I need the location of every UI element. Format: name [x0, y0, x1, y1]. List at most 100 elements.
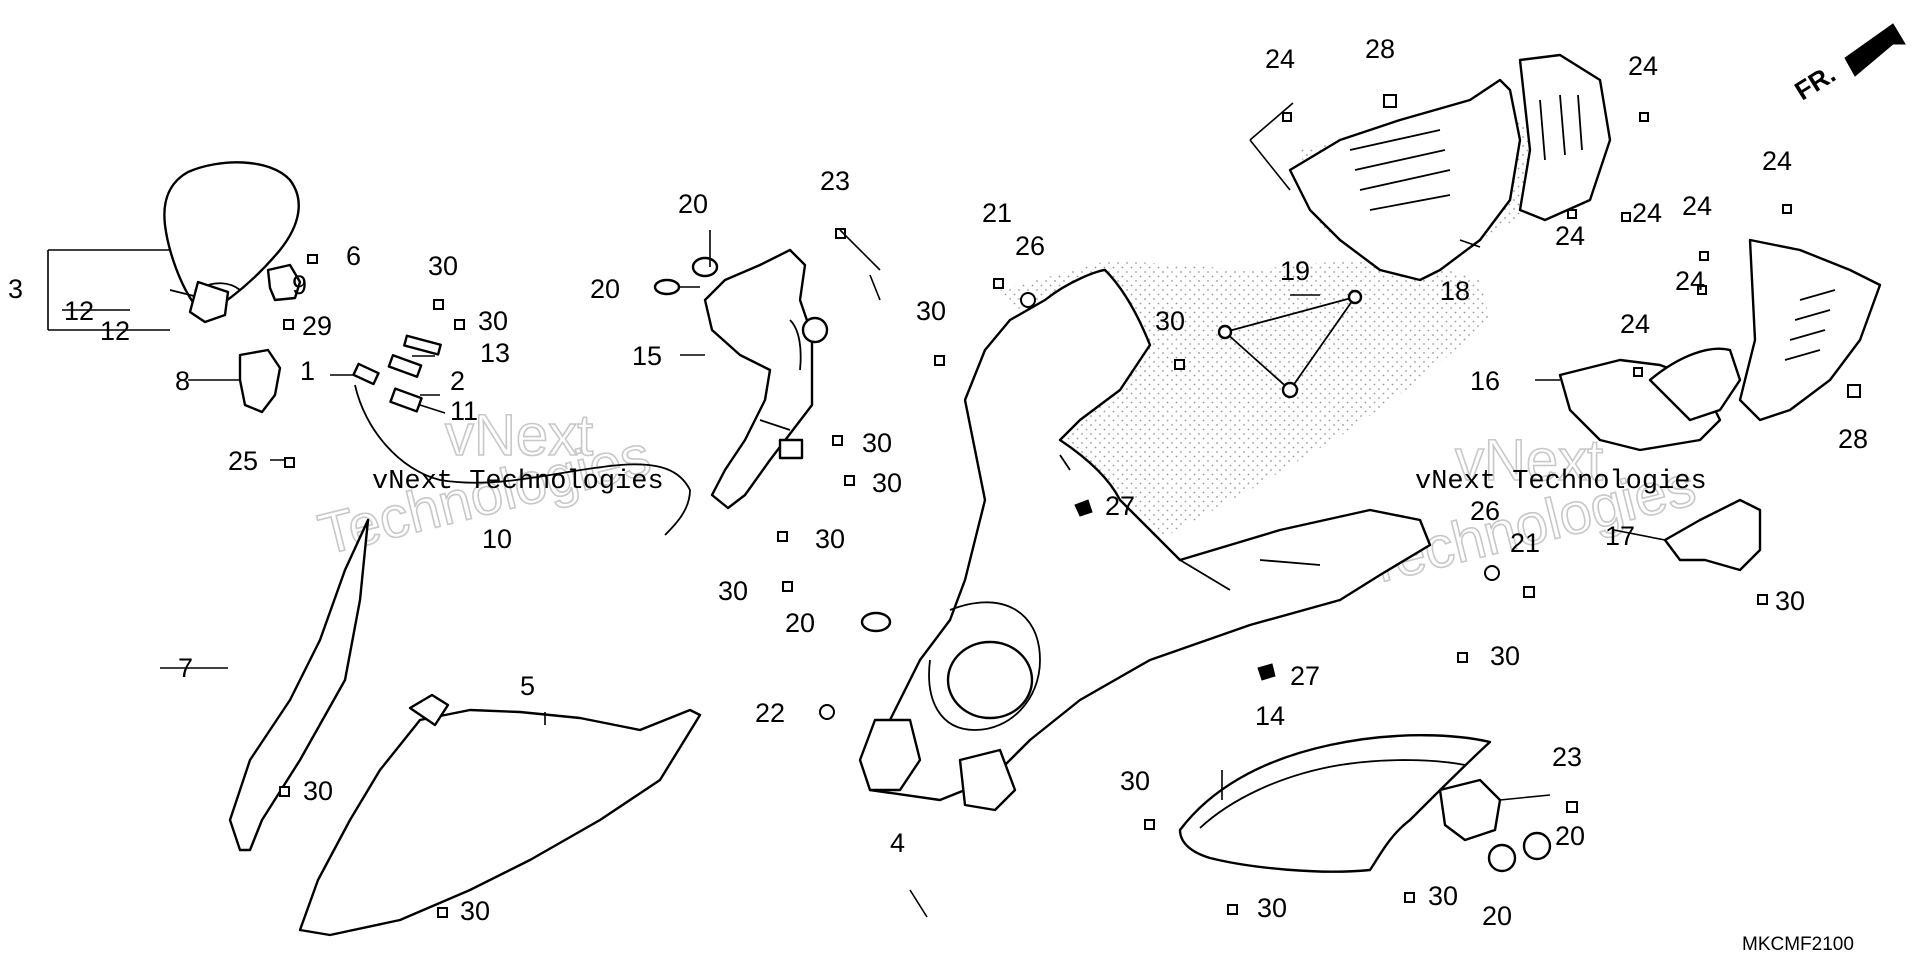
callout-24: 24: [1675, 266, 1705, 296]
leader-lines: [47, 102, 1666, 918]
callout-19: 19: [1280, 256, 1310, 286]
callout-30: 30: [428, 251, 458, 281]
part-20-grommet: [1522, 831, 1552, 861]
callout-27: 27: [1105, 491, 1135, 521]
callout-20: 20: [1555, 821, 1585, 851]
part-20-grommet: [860, 611, 892, 633]
part-19-mount: [1217, 324, 1233, 340]
part-23-screw-icon: [1566, 801, 1578, 813]
part-17-bracket: [1663, 498, 1762, 572]
callout-30: 30: [1428, 881, 1458, 911]
callout-23: 23: [820, 166, 850, 196]
part-23-screw-icon: [835, 228, 846, 239]
part-30-screw-icon: [437, 907, 448, 918]
callout-13: 13: [480, 338, 510, 368]
part-21-screw-icon: [1523, 586, 1535, 598]
part-30-screw-icon: [782, 581, 793, 592]
callout-20: 20: [590, 274, 620, 304]
callout-28: 28: [1365, 34, 1395, 64]
callout-15: 15: [632, 341, 662, 371]
callout-28: 28: [1838, 424, 1868, 454]
callout-24: 24: [1762, 146, 1792, 176]
callout-30: 30: [303, 776, 333, 806]
part-30-screw-icon: [777, 531, 788, 542]
callout-30: 30: [718, 576, 748, 606]
part-30-screw-icon: [1227, 904, 1238, 915]
callout-1: 1: [300, 356, 315, 386]
part-14-lower-cover: [1178, 734, 1502, 873]
watermark-right: vNext Technologies vNext Technologies: [1357, 427, 1707, 598]
part-30-screw-icon: [934, 355, 945, 366]
part-22-grommet-icon: [819, 704, 835, 720]
part-26-washer-icon: [1484, 565, 1500, 581]
callout-21: 21: [982, 198, 1012, 228]
part-27-clip-icon: [1074, 499, 1093, 517]
callout-30: 30: [460, 896, 490, 926]
fasteners: [279, 94, 1861, 918]
callout-3: 3: [8, 274, 23, 304]
part-21-screw-icon: [993, 278, 1004, 289]
watermark-small-text: vNext Technologies: [1415, 467, 1707, 497]
callout-30: 30: [1490, 641, 1520, 671]
callout-24: 24: [1555, 221, 1585, 251]
part-7-side-cover: [228, 518, 370, 852]
part-19-mount: [1281, 381, 1299, 399]
callout-labels: 3 12 12 6 9 29 8 25 1 30 30 13 2 11 10 2…: [8, 34, 1868, 931]
part-20-grommet: [653, 278, 681, 296]
callout-23: 23: [1552, 742, 1582, 772]
part-24-screw-icon: [1782, 204, 1792, 214]
part-30-screw-icon: [1757, 594, 1768, 605]
watermark-big-line1: vNext: [445, 403, 593, 468]
part-30-screw-icon: [433, 299, 444, 310]
cable-assembly: [352, 334, 691, 536]
part-24-screw-icon: [1621, 212, 1631, 222]
callout-21: 21: [1510, 528, 1540, 558]
callout-7: 7: [178, 653, 193, 683]
part-30-screw-icon: [279, 786, 290, 797]
front-direction-indicator: FR.: [1789, 23, 1906, 106]
part-4-inner-body: [858, 255, 1490, 812]
part-30-screw-icon: [1174, 359, 1185, 370]
callout-30: 30: [815, 524, 845, 554]
part-30-screw-icon: [1404, 892, 1415, 903]
part-29-screw-icon: [283, 319, 294, 330]
part-6-screw-icon: [307, 254, 318, 264]
callout-30: 30: [916, 296, 946, 326]
callout-27: 27: [1290, 661, 1320, 691]
watermark-big-line1: vNext: [1455, 428, 1603, 493]
part-24-screw-icon: [1567, 209, 1577, 219]
front-label: FR.: [1789, 58, 1840, 106]
callout-5: 5: [520, 671, 535, 701]
part-9-clip: [266, 263, 302, 302]
callout-12: 12: [64, 296, 94, 326]
callout-30: 30: [1120, 766, 1150, 796]
callout-18: 18: [1440, 276, 1470, 306]
part-18-upper-shroud: [1288, 53, 1612, 282]
callout-24: 24: [1620, 309, 1650, 339]
watermark-small-text: vNext Technologies: [372, 467, 664, 497]
part-30-screw-icon: [832, 435, 843, 446]
callout-10: 10: [482, 524, 512, 554]
callout-9: 9: [292, 270, 307, 300]
part-20-grommet: [691, 256, 719, 278]
part-20-grommet: [1487, 843, 1517, 873]
part-28-nut-icon: [1383, 94, 1397, 108]
callout-12: 12: [100, 316, 130, 346]
callout-30: 30: [862, 428, 892, 458]
part-30-screw-icon: [844, 475, 855, 486]
part-8-bracket: [238, 348, 282, 414]
callout-30: 30: [478, 306, 508, 336]
callout-30: 30: [872, 468, 902, 498]
callout-24: 24: [1632, 198, 1662, 228]
part-5-hook: [408, 693, 450, 727]
part-30-screw-icon: [1144, 819, 1155, 830]
callout-20: 20: [678, 189, 708, 219]
callout-11: 11: [450, 396, 478, 426]
callout-14: 14: [1255, 701, 1285, 731]
part-24-screw-icon: [1697, 285, 1707, 295]
part-19-mount: [1347, 289, 1363, 305]
part-24-screw-icon: [1282, 112, 1292, 122]
callout-22: 22: [755, 698, 785, 728]
callout-8: 8: [175, 366, 190, 396]
